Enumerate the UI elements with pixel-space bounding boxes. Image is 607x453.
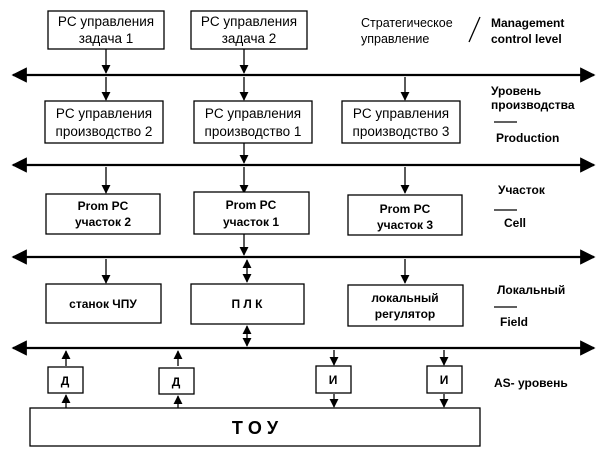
pc-prod3-line2: производство 3 [353,124,450,139]
svg-text:control level: control level [491,32,562,46]
svg-text:Уровень: Уровень [491,84,541,98]
pc-prod1-line2: производство 1 [205,124,302,139]
local-regulator-line2: регулятор [375,307,436,321]
prom-pc1-line2: участок 1 [223,215,279,229]
sensor2-box [158,367,195,395]
local-regulator-line1: локальный [371,291,438,305]
svg-text:И: И [329,373,338,387]
cell-label-en: Cell [504,216,526,230]
svg-text:Т О У: Т О У [232,418,279,438]
svg-text:Production: Production [496,131,559,145]
management-label-en-line2: control level [491,32,562,46]
sensor1-box [47,366,84,394]
svg-text:PC управления: PC управления [56,106,152,121]
svg-text:Д: Д [61,374,70,388]
svg-text:регулятор: регулятор [375,307,436,321]
prom-pc2-line2: участок 2 [75,215,131,229]
prom-pc3-line1: Prom PC [380,202,431,216]
management-label-en-line1: Management [491,16,564,30]
svg-text:задача 1: задача 1 [79,31,134,46]
svg-text:Стратегическое: Стратегическое [361,16,453,30]
pc-prod1-line1: PC управления [205,106,301,121]
actuator2-label: И [440,373,449,387]
tou-box [29,407,481,447]
local-regulator-box [347,284,464,327]
svg-text:Prom PC: Prom PC [380,202,431,216]
actuator2-box [426,365,463,394]
cell-label-ru: Участок [498,183,546,197]
prom-pc1-box [193,191,310,235]
management-label-ru-line1: Стратегическое [361,16,453,30]
prom-pc3-line2: участок 3 [377,218,433,232]
svg-text:производство 3: производство 3 [353,124,450,139]
svg-text:Локальный: Локальный [497,283,565,297]
pc-prod3-box [341,100,461,144]
pc-prod3-line1: PC управления [353,106,449,121]
actuator1-label: И [329,373,338,387]
production-label-ru-line1: Уровень [491,84,541,98]
svg-text:станок ЧПУ: станок ЧПУ [69,297,137,311]
pc-prod2-box [44,100,164,144]
pc-task2-line1: PC управления [201,14,297,29]
prom-pc2-box [45,193,161,235]
sensor1-label: Д [61,374,70,388]
production-label-en: Production [496,131,559,145]
svg-text:управление: управление [361,32,429,46]
svg-text:И: И [440,373,449,387]
as-level-label: AS- уровень [494,376,568,390]
svg-text:участок 3: участок 3 [377,218,433,232]
pc-task1-line2: задача 1 [79,31,134,46]
prom-pc2-line1: Prom PC [78,199,129,213]
svg-text:участок 2: участок 2 [75,215,131,229]
cnc-machine-label: станок ЧПУ [69,297,137,311]
svg-text:Prom PC: Prom PC [78,199,129,213]
pc-prod1-box [193,100,313,144]
actuator1-box [315,365,352,394]
production-label-ru-line2: производства [491,98,575,112]
svg-text:PC управления: PC управления [205,106,301,121]
svg-text:производство 1: производство 1 [205,124,302,139]
svg-text:участок 1: участок 1 [223,215,279,229]
label-separator-slash [468,16,481,43]
svg-text:Prom PC: Prom PC [226,198,277,212]
field-label-ru: Локальный [497,283,565,297]
svg-text:Management: Management [491,16,564,30]
pc-task2-box [190,10,308,50]
field-label-en: Field [500,315,528,329]
pc-task1-line1: PC управления [58,14,154,29]
svg-text:задача 2: задача 2 [222,31,277,46]
pc-prod2-line1: PC управления [56,106,152,121]
svg-text:PC управления: PC управления [201,14,297,29]
prom-pc1-line1: Prom PC [226,198,277,212]
svg-text:AS- уровень: AS- уровень [494,376,568,390]
svg-text:PC управления: PC управления [58,14,154,29]
pc-task1-box [47,10,165,50]
svg-text:производства: производства [491,98,575,112]
plc-label: П Л К [231,297,263,311]
plc-box [190,283,305,325]
svg-text:Д: Д [172,375,181,389]
pc-prod2-line2: производство 2 [56,124,153,139]
sensor2-label: Д [172,375,181,389]
svg-text:Cell: Cell [504,216,526,230]
svg-text:Участок: Участок [498,183,546,197]
cnc-machine-box [45,283,162,324]
prom-pc3-box [347,194,463,236]
svg-text:П Л К: П Л К [231,297,263,311]
svg-text:PC управления: PC управления [353,106,449,121]
svg-text:Field: Field [500,315,528,329]
svg-text:локальный: локальный [371,291,438,305]
management-label-ru-line2: управление [361,32,429,46]
tou-label: Т О У [232,418,279,438]
svg-text:производство 2: производство 2 [56,124,153,139]
pc-task2-line2: задача 2 [222,31,277,46]
